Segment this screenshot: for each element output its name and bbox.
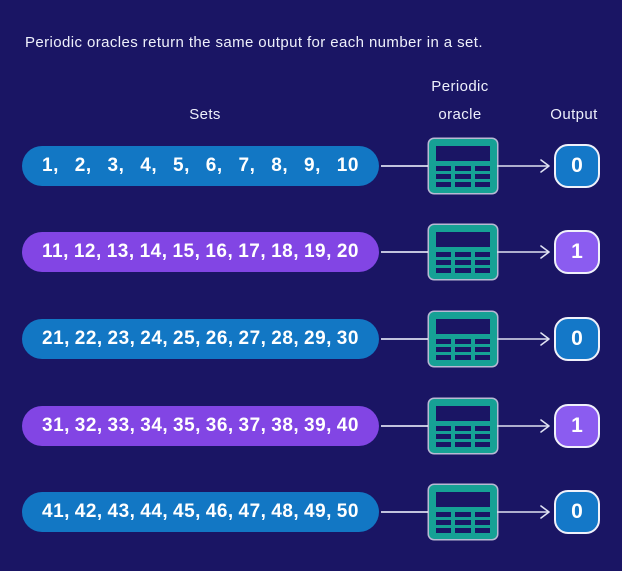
set-number: 21, bbox=[42, 328, 70, 349]
table-grid bbox=[436, 166, 490, 187]
table-header-cell bbox=[436, 492, 490, 507]
oracle-table-icon bbox=[429, 225, 497, 279]
connector-line bbox=[381, 165, 428, 167]
number-set-pill: 11,12,13,14,15,16,17,18,19,20 bbox=[22, 232, 379, 272]
set-number: 18, bbox=[271, 241, 299, 262]
number-set-pill: 1, 2, 3, 4, 5, 6, 7, 8, 9, 10 bbox=[22, 146, 379, 186]
column-header-oracle-line1: Periodic bbox=[431, 78, 489, 95]
oracle-table-icon bbox=[429, 139, 497, 193]
set-number: 42, bbox=[74, 501, 103, 522]
output-value-box: 0 bbox=[554, 144, 600, 188]
set-number: 16, bbox=[205, 241, 234, 262]
set-number: 30 bbox=[336, 328, 359, 349]
set-number: 34, bbox=[140, 415, 169, 436]
set-number: 12, bbox=[73, 241, 102, 262]
set-number: 33, bbox=[107, 415, 136, 436]
set-number: 47, bbox=[238, 501, 267, 522]
set-number: 43, bbox=[107, 501, 136, 522]
connector-line bbox=[381, 251, 428, 253]
output-value-box: 1 bbox=[554, 230, 600, 274]
set-number: 23, bbox=[107, 328, 136, 349]
column-header-oracle-line2: oracle bbox=[438, 106, 482, 123]
table-grid bbox=[436, 252, 490, 273]
set-number: 22, bbox=[74, 328, 103, 349]
set-number: 8, bbox=[271, 155, 289, 176]
set-number: 24, bbox=[140, 328, 169, 349]
set-number: 9, bbox=[304, 155, 321, 176]
set-number: 35, bbox=[173, 415, 201, 436]
set-number: 49, bbox=[304, 501, 332, 522]
set-number: 37, bbox=[238, 415, 267, 436]
table-header-cell bbox=[436, 406, 490, 421]
number-set-pill: 41,42,43,44,45,46,47,48,49,50 bbox=[22, 492, 379, 532]
set-number: 29, bbox=[304, 328, 332, 349]
table-grid bbox=[436, 512, 490, 533]
set-number: 7, bbox=[238, 155, 256, 176]
connector-line bbox=[381, 425, 428, 427]
column-header-sets: Sets bbox=[189, 106, 221, 123]
oracle-row: 41,42,43,44,45,46,47,48,49,50 0 bbox=[0, 485, 622, 539]
oracle-table-icon bbox=[429, 485, 497, 539]
set-number: 50 bbox=[336, 501, 359, 522]
set-number: 5, bbox=[173, 155, 190, 176]
set-number: 15, bbox=[172, 241, 201, 262]
set-number: 6, bbox=[205, 155, 223, 176]
oracle-row: 21,22,23,24,25,26,27,28,29,30 0 bbox=[0, 312, 622, 366]
set-number: 10 bbox=[336, 155, 359, 176]
set-number: 44, bbox=[140, 501, 169, 522]
set-number: 14, bbox=[139, 241, 168, 262]
table-grid bbox=[436, 426, 490, 447]
set-number: 45, bbox=[173, 501, 201, 522]
oracle-table-icon bbox=[429, 312, 497, 366]
set-number: 36, bbox=[205, 415, 234, 436]
set-number: 26, bbox=[205, 328, 234, 349]
oracle-row: 1, 2, 3, 4, 5, 6, 7, 8, 9, 10 0 bbox=[0, 139, 622, 193]
oracle-table-icon bbox=[429, 399, 497, 453]
number-set-pill: 21,22,23,24,25,26,27,28,29,30 bbox=[22, 319, 379, 359]
set-number: 20 bbox=[336, 241, 359, 262]
set-number: 2, bbox=[74, 155, 92, 176]
set-number: 1, bbox=[42, 155, 59, 176]
arrow-right-icon bbox=[497, 245, 550, 259]
output-value-box: 0 bbox=[554, 490, 600, 534]
arrow-right-icon bbox=[497, 332, 550, 346]
output-value-box: 0 bbox=[554, 317, 600, 361]
set-number: 40 bbox=[336, 415, 359, 436]
set-number: 28, bbox=[271, 328, 300, 349]
connector-line bbox=[381, 338, 428, 340]
set-number: 25, bbox=[173, 328, 201, 349]
table-header-cell bbox=[436, 319, 490, 334]
oracle-row: 11,12,13,14,15,16,17,18,19,20 1 bbox=[0, 225, 622, 279]
set-number: 41, bbox=[42, 501, 70, 522]
number-set-pill: 31,32,33,34,35,36,37,38,39,40 bbox=[22, 406, 379, 446]
set-number: 31, bbox=[42, 415, 70, 436]
table-header-cell bbox=[436, 146, 490, 161]
set-number: 27, bbox=[238, 328, 267, 349]
set-number: 17, bbox=[238, 241, 267, 262]
set-number: 19, bbox=[303, 241, 332, 262]
set-number: 38, bbox=[271, 415, 300, 436]
arrow-right-icon bbox=[497, 505, 550, 519]
set-number: 48, bbox=[271, 501, 300, 522]
oracle-row: 31,32,33,34,35,36,37,38,39,40 1 bbox=[0, 399, 622, 453]
column-header-output: Output bbox=[550, 106, 598, 123]
arrow-right-icon bbox=[497, 159, 550, 173]
table-header-cell bbox=[436, 232, 490, 247]
set-number: 13, bbox=[106, 241, 135, 262]
table-grid bbox=[436, 339, 490, 360]
output-value-box: 1 bbox=[554, 404, 600, 448]
set-number: 39, bbox=[304, 415, 332, 436]
set-number: 32, bbox=[74, 415, 103, 436]
arrow-right-icon bbox=[497, 419, 550, 433]
set-number: 11, bbox=[42, 241, 69, 262]
connector-line bbox=[381, 511, 428, 513]
set-number: 46, bbox=[205, 501, 234, 522]
set-number: 4, bbox=[140, 155, 158, 176]
caption: Periodic oracles return the same output … bbox=[25, 34, 483, 51]
set-number: 3, bbox=[107, 155, 125, 176]
